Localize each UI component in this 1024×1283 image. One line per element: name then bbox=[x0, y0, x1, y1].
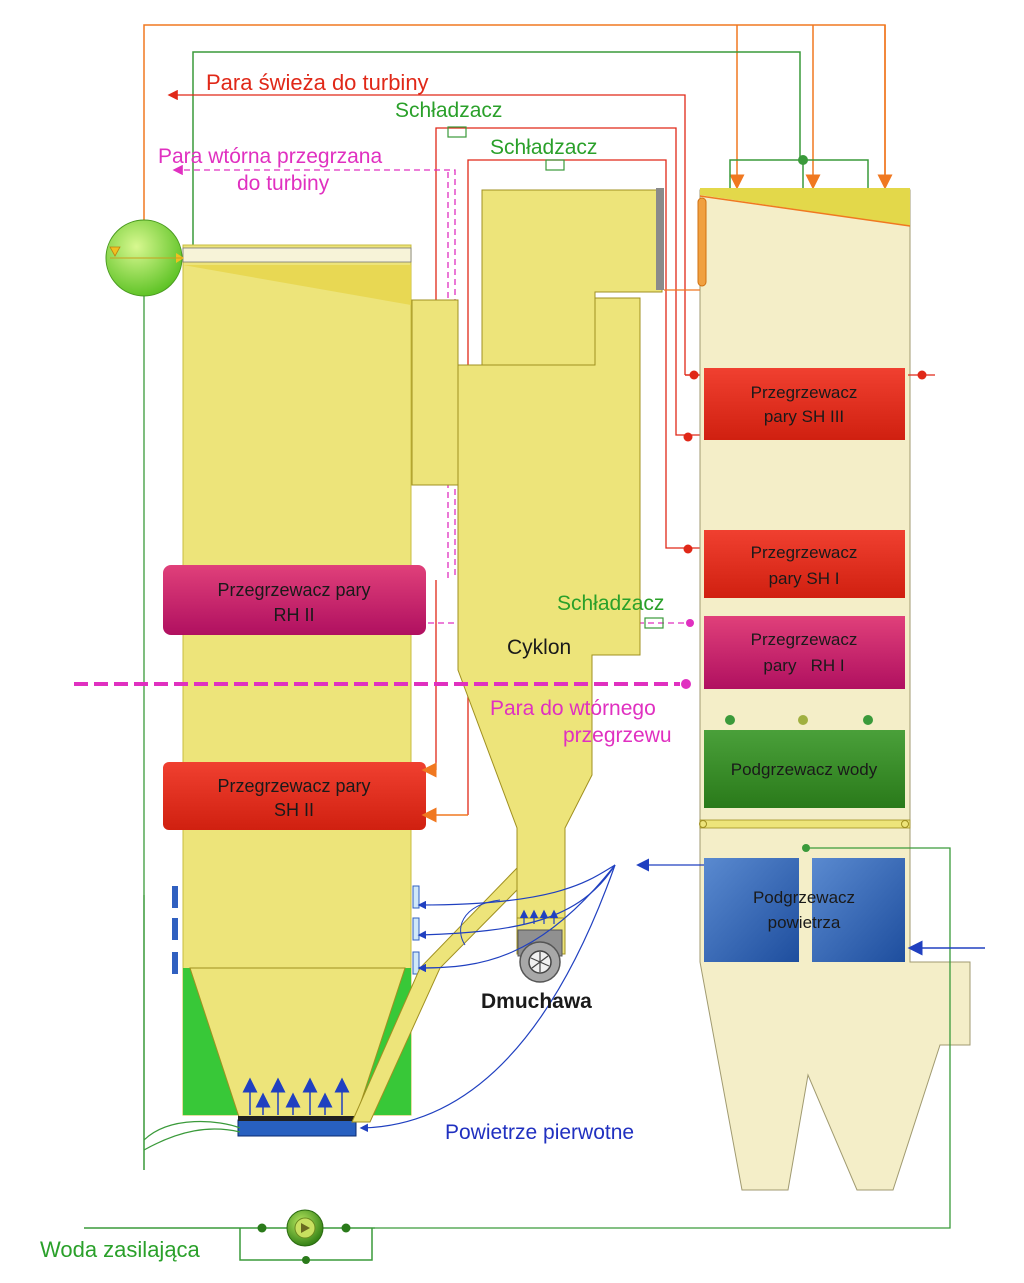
label-desuperheater-3: Schładzacz bbox=[557, 592, 664, 615]
box-rh1: Przegrzewacz pary RH I bbox=[704, 616, 905, 689]
box-sh3: Przegrzewacz pary SH III bbox=[704, 368, 905, 440]
box-economizer: Podgrzewacz wody bbox=[704, 730, 905, 808]
svg-text:Przegrzewacz pary: Przegrzewacz pary bbox=[217, 776, 370, 796]
svg-text:Przegrzewacz: Przegrzewacz bbox=[751, 630, 858, 649]
labels: Para świeża do turbiny Schładzacz Schład… bbox=[40, 70, 672, 1262]
label-feed-water: Woda zasilająca bbox=[40, 1237, 201, 1262]
svg-text:RH II: RH II bbox=[273, 605, 314, 625]
air-piping bbox=[359, 858, 985, 1133]
blower-icon bbox=[517, 929, 563, 983]
label-cyclone: Cyklon bbox=[507, 636, 571, 659]
box-sh2: Przegrzewacz pary SH II bbox=[163, 762, 426, 830]
label-fresh-steam: Para świeża do turbiny bbox=[206, 70, 429, 95]
box-air-heater: Podgrzewacz powietrza bbox=[704, 858, 905, 962]
reheat-inlet-line bbox=[74, 679, 691, 689]
label-desuperheater-1: Schładzacz bbox=[395, 99, 502, 122]
label-reheat-steam-1: Para wtórna przegrzana bbox=[158, 145, 382, 168]
svg-text:Przegrzewacz: Przegrzewacz bbox=[751, 543, 858, 562]
label-reheat-inlet-2: przegrzewu bbox=[563, 724, 672, 747]
svg-text:SH II: SH II bbox=[274, 800, 314, 820]
furnace bbox=[172, 244, 447, 1137]
box-rh2: Przegrzewacz pary RH II bbox=[163, 565, 426, 635]
svg-text:powietrza: powietrza bbox=[768, 913, 841, 932]
connection-dots bbox=[375, 370, 951, 1229]
svg-text:Przegrzewacz pary: Przegrzewacz pary bbox=[217, 580, 370, 600]
svg-text:Podgrzewacz wody: Podgrzewacz wody bbox=[731, 760, 878, 779]
label-blower: Dmuchawa bbox=[481, 990, 592, 1013]
label-primary-air: Powietrze pierwotne bbox=[445, 1121, 634, 1144]
svg-text:pary SH I: pary SH I bbox=[769, 569, 840, 588]
steam-drum bbox=[105, 219, 184, 1170]
label-desuperheater-2: Schładzacz bbox=[490, 136, 597, 159]
svg-text:pary RH I: pary RH I bbox=[763, 656, 844, 675]
feed-water-piping bbox=[84, 895, 375, 1264]
svg-text:pary SH III: pary SH III bbox=[764, 407, 844, 426]
label-reheat-steam-2: do turbiny bbox=[237, 172, 330, 195]
svg-text:Przegrzewacz: Przegrzewacz bbox=[751, 383, 858, 402]
svg-text:Podgrzewacz: Podgrzewacz bbox=[753, 888, 855, 907]
label-reheat-inlet-1: Para do wtórnego bbox=[490, 697, 656, 720]
box-sh1: Przegrzewacz pary SH I bbox=[704, 530, 905, 598]
